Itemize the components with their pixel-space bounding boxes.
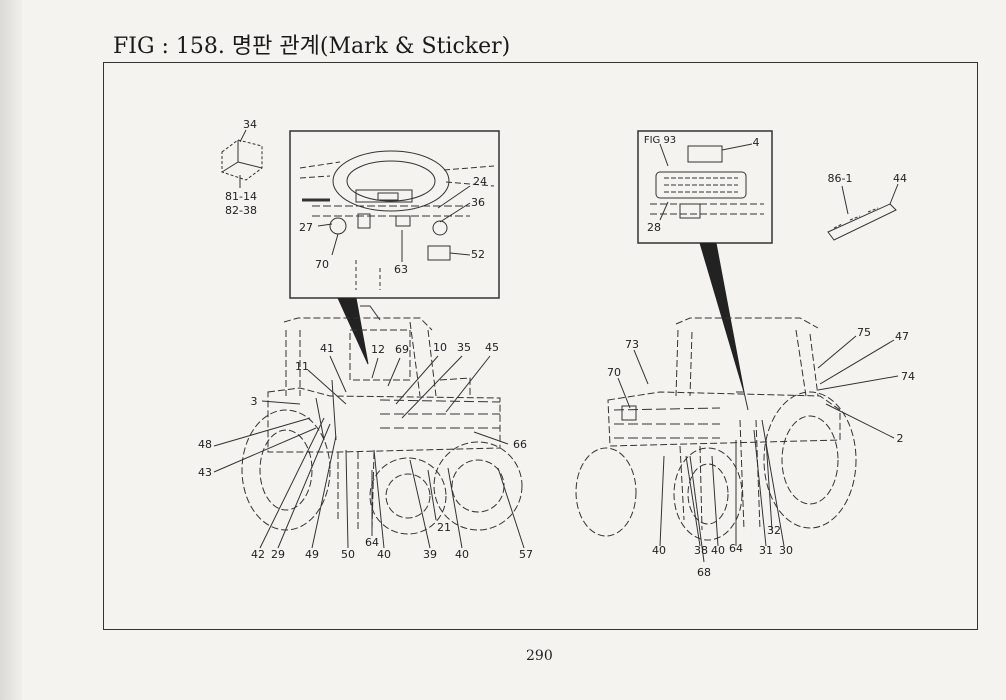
callout-34: 34 [243, 118, 257, 131]
callout-57: 57 [519, 548, 533, 561]
callout-35: 35 [457, 341, 471, 354]
callout-fig-93: FIG 93 [644, 135, 676, 146]
callout-70-right: 70 [607, 366, 621, 379]
callout-63: 63 [394, 263, 408, 276]
tractor-left-leaders [213, 355, 525, 549]
callout-30: 30 [779, 544, 793, 557]
callout-69: 69 [395, 343, 409, 356]
callout-36: 36 [471, 196, 485, 209]
sticker-34-sketch [221, 129, 263, 188]
callout-12: 12 [371, 343, 385, 356]
callout-4: 4 [753, 136, 760, 149]
callout-44: 44 [893, 172, 907, 185]
callout-28: 28 [647, 221, 661, 234]
callout-40-right-b: 40 [711, 544, 725, 557]
callout-24: 24 [473, 175, 487, 188]
callout-43: 43 [198, 466, 212, 479]
tractor-right-leaders [617, 335, 899, 563]
callout-47: 47 [895, 330, 909, 343]
callout-3: 3 [251, 395, 258, 408]
callout-11: 11 [295, 360, 309, 373]
callout-68: 68 [697, 566, 711, 579]
tractor-right-view [575, 317, 857, 541]
page-title: FIG : 158. 명판 관계(Mark & Sticker) [113, 34, 511, 59]
callout-21: 21 [437, 521, 451, 534]
callout-2: 2 [897, 432, 904, 445]
callout-10: 10 [433, 341, 447, 354]
callout-64-right: 64 [729, 542, 743, 555]
callout-40-left-b: 40 [455, 548, 469, 561]
callout-32: 32 [767, 524, 781, 537]
callout-29: 29 [271, 548, 285, 561]
callout-50: 50 [341, 548, 355, 561]
callout-39: 39 [423, 548, 437, 561]
tractor-left-view [241, 305, 523, 535]
callout-38: 38 [694, 544, 708, 557]
page-number: 290 [526, 648, 553, 664]
callout-64-left: 64 [365, 536, 379, 549]
callout-48: 48 [198, 438, 212, 451]
callout-41: 41 [320, 342, 334, 355]
decal-strip-sketch [827, 183, 899, 241]
page-binding-edge [0, 0, 22, 700]
dashboard-detail-inset [289, 130, 500, 299]
callout-40-left-a: 40 [377, 548, 391, 561]
callout-42: 42 [251, 548, 265, 561]
diagram-frame [103, 62, 978, 630]
callout-82-38: 82-38 [225, 204, 257, 217]
callout-labels: 34 81-14 82-38 24 36 27 52 70 63 FIG 93 … [198, 118, 915, 579]
callout-70-inset: 70 [315, 258, 329, 271]
callout-45: 45 [485, 341, 499, 354]
callout-81-14: 81-14 [225, 190, 257, 203]
callout-31: 31 [759, 544, 773, 557]
callout-86-1: 86-1 [828, 172, 853, 185]
callout-49: 49 [305, 548, 319, 561]
callout-27: 27 [299, 221, 313, 234]
callout-75: 75 [857, 326, 871, 339]
callout-52: 52 [471, 248, 485, 261]
callout-40-right-a: 40 [652, 544, 666, 557]
callout-66: 66 [513, 438, 527, 451]
callout-74: 74 [901, 370, 915, 383]
callout-73: 73 [625, 338, 639, 351]
